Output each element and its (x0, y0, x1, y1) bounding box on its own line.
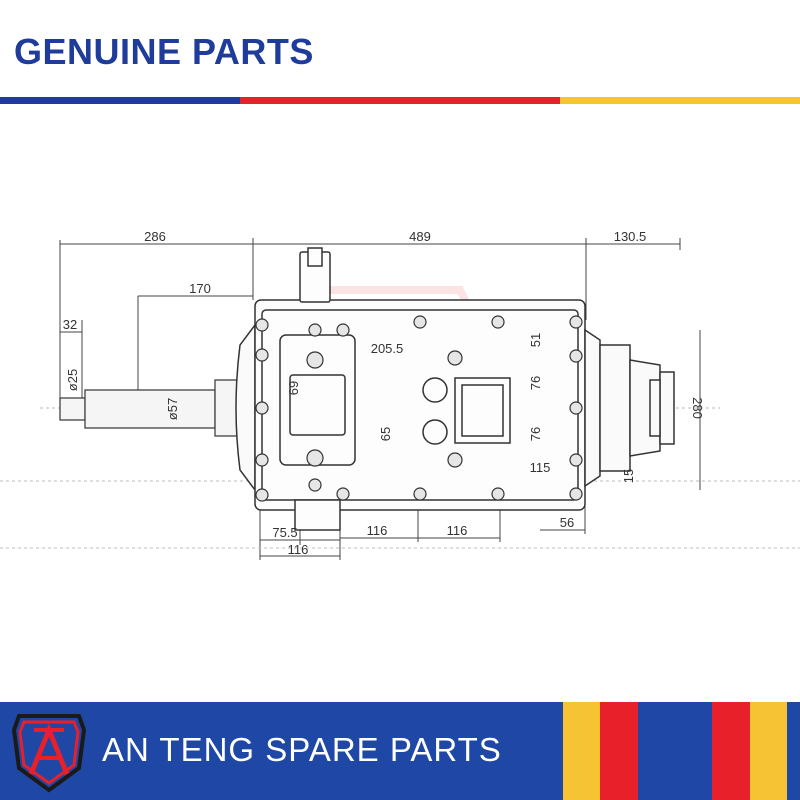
dim-15: 15 (621, 469, 636, 483)
dim-130-5: 130.5 (614, 229, 647, 244)
dim-69: 69 (286, 381, 301, 395)
dim-25: ø25 (65, 369, 80, 391)
header-stripe-yellow (560, 97, 800, 104)
dim-115: 115 (530, 460, 551, 475)
dim-489: 489 (409, 229, 431, 244)
dim-76-lower: 76 (528, 427, 543, 441)
dim-32: 32 (63, 317, 77, 332)
dim-205-5: 205.5 (371, 341, 404, 356)
footer-band-red-2 (712, 702, 750, 800)
gearbox-technical-drawing: A (0, 229, 800, 560)
footer-band-yellow-2 (750, 702, 787, 800)
footer-banner: AN TENG SPARE PARTS (0, 702, 800, 800)
page-title: GENUINE PARTS (14, 31, 314, 72)
dim-57: ø57 (165, 398, 180, 420)
dim-286: 286 (144, 229, 166, 244)
footer-band-yellow-1 (563, 702, 600, 800)
footer-band-blue (638, 702, 712, 800)
dim-75-5: 75.5 (272, 525, 297, 540)
dim-51: 51 (528, 333, 543, 347)
header-stripe-red (240, 97, 560, 104)
dim-280: 280 (690, 397, 705, 419)
company-name: AN TENG SPARE PARTS (102, 731, 502, 768)
dim-116-b: 116 (447, 523, 468, 538)
dim-56: 56 (560, 515, 574, 530)
dim-116-c: 116 (288, 542, 309, 557)
footer-band-red-1 (600, 702, 638, 800)
dim-116-a: 116 (367, 523, 388, 538)
dim-65: 65 (378, 427, 393, 441)
shield-a-logo-icon (11, 714, 87, 793)
dim-76-upper: 76 (528, 376, 543, 390)
header-stripe-blue (0, 97, 240, 104)
dim-170: 170 (189, 281, 211, 296)
